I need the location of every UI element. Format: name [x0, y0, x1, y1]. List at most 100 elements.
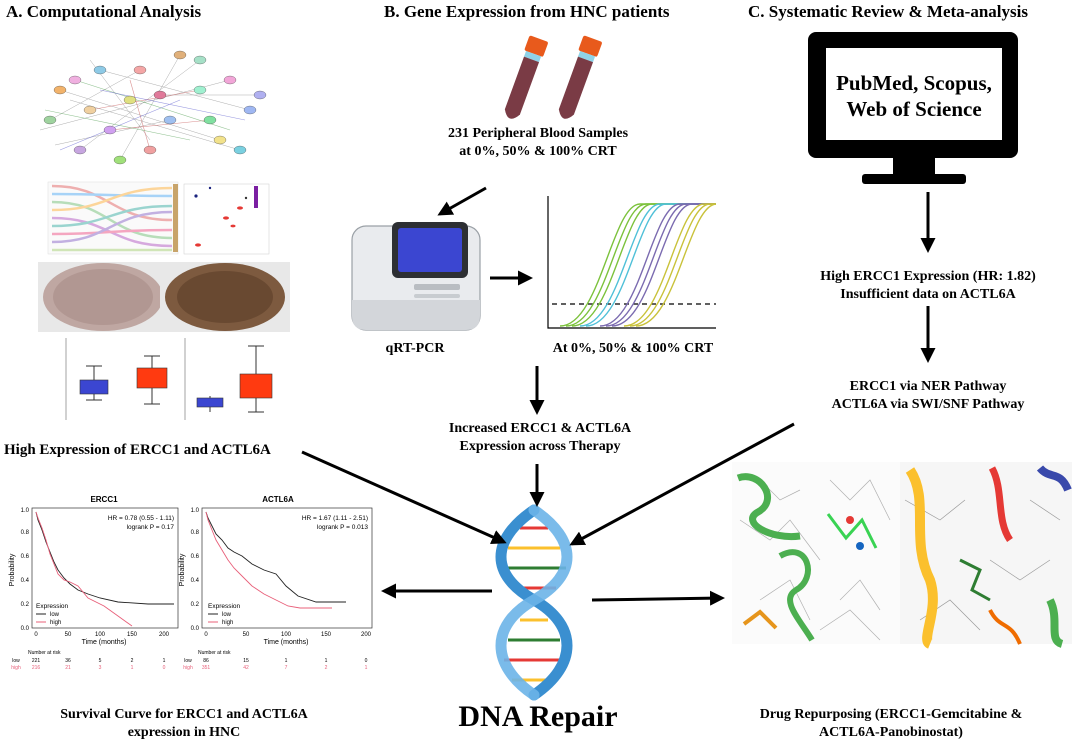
dna-helix-icon — [495, 504, 573, 701]
km-risk-cell: 0 — [163, 665, 166, 671]
km-risk-title: Number at risk — [28, 650, 61, 656]
samples-label: 231 Peripheral Blood Samples at 0%, 50% … — [418, 125, 658, 160]
km-risk-cell: 42 — [243, 665, 249, 671]
km-xtick: 100 — [95, 632, 106, 638]
high-expression-label: High Expression of ERCC1 and ACTL6A — [4, 442, 271, 458]
km-ylabel: Probability — [179, 553, 186, 586]
amplification-curve-chart — [547, 196, 717, 329]
km-risk-cell: 1 — [325, 658, 328, 664]
qrt-pcr-label: qRT-PCR — [385, 341, 445, 356]
km-risk-cell: high — [11, 665, 21, 671]
monitor-line2: Web of Science — [846, 97, 982, 122]
km-title: ACTL6A — [262, 495, 294, 504]
box-plot-icon — [65, 338, 273, 420]
computer-monitor-icon — [808, 32, 1018, 184]
survival-caption: Survival Curve for ERCC1 and ACTL6A expr… — [24, 706, 344, 741]
hr-line2: Insufficient data on ACTL6A — [840, 286, 1016, 302]
km-risk-cell: 1 — [131, 665, 134, 671]
km-risk-cell: 1 — [163, 658, 166, 664]
header-gene-expression: B. Gene Expression from HNC patients — [384, 2, 670, 21]
km-risk-title: Number at risk — [198, 650, 231, 656]
km-legend-title: Expression — [36, 603, 69, 610]
increased-expression-label: Increased ERCC1 & ACTL6A Expression acro… — [420, 420, 660, 455]
km-plot-actl6a: ACTL6A Probability 0.0 0.2 0.4 0.6 0.8 1… — [176, 490, 376, 678]
km-risk-cell: 351 — [202, 665, 211, 671]
docking-image-actl6a — [900, 462, 1072, 649]
monitor-line1: PubMed, Scopus, — [836, 71, 992, 95]
database-list: PubMed, Scopus, Web of Science — [826, 70, 1002, 123]
km-ytick: 0.4 — [191, 578, 200, 584]
curve-caption: At 0%, 50% & 100% CRT — [552, 341, 714, 356]
meta-analysis-result: High ERCC1 Expression (HR: 1.82) Insuffi… — [788, 268, 1068, 303]
docking-image-ercc1 — [732, 462, 900, 644]
km-ytick: 0.2 — [191, 602, 200, 608]
survival-line1: Survival Curve for ERCC1 and ACTL6A — [60, 707, 308, 722]
km-risk-cell: 21 — [65, 665, 71, 671]
km-xlabel: Time (months) — [264, 639, 309, 646]
km-xtick: 0 — [34, 632, 38, 638]
km-legend-low: low — [50, 612, 60, 618]
km-logrank: logrank P = 0.17 — [127, 524, 175, 531]
samples-line1: 231 Peripheral Blood Samples — [447, 126, 629, 141]
km-risk-cell: 0 — [365, 658, 368, 664]
km-plot-ercc1-svg: ERCC1 Probability 0.0 0.2 0.4 0.6 0.8 1.… — [9, 495, 179, 671]
km-legend-title: Expression — [208, 603, 241, 610]
km-risk-cell: 2 — [325, 665, 328, 671]
km-risk-cell: low — [12, 658, 20, 664]
km-ytick: 0.6 — [191, 554, 200, 560]
km-risk-cell: 216 — [32, 665, 41, 671]
km-risk-cell: 36 — [65, 658, 71, 664]
km-ylabel: Probability — [9, 553, 16, 586]
km-ytick: 1.0 — [191, 508, 200, 514]
km-risk-cell: 1 — [285, 658, 288, 664]
km-xtick: 100 — [281, 632, 292, 638]
drug-line1: Drug Repurposing (ERCC1-Gemcitabine & — [759, 707, 1023, 722]
km-legend-high: high — [222, 620, 233, 626]
km-risk-cell: high — [183, 665, 193, 671]
header-systematic-review: C. Systematic Review & Meta-analysis — [748, 2, 1028, 21]
km-title: ERCC1 — [90, 495, 118, 504]
km-risk-cell: 3 — [99, 665, 102, 671]
tissue-section-icon — [38, 262, 290, 332]
km-xtick: 50 — [65, 632, 72, 638]
km-risk-cell: 86 — [203, 658, 209, 664]
km-risk-cell: 7 — [285, 665, 288, 671]
km-risk-cell: 15 — [243, 658, 249, 664]
blood-tube-icon — [504, 35, 548, 119]
blood-tube-icon — [558, 35, 602, 119]
pathway-line2: ACTL6A via SWI/SNF Pathway — [831, 396, 1025, 412]
hr-line1: High ERCC1 Expression (HR: 1.82) — [820, 269, 1036, 284]
km-ytick: 0.8 — [21, 530, 30, 536]
km-risk-cell: 1 — [365, 665, 368, 671]
km-ytick: 0.2 — [21, 602, 30, 608]
pathway-line1: ERCC1 via NER Pathway — [849, 379, 1007, 394]
km-xtick: 200 — [159, 632, 170, 638]
km-legend-low: low — [222, 612, 232, 618]
km-hr: HR = 1.67 (1.11 - 2.51) — [302, 515, 368, 522]
increased-line1: Increased ERCC1 & ACTL6A — [448, 421, 632, 436]
survival-line2: expression in HNC — [127, 724, 241, 740]
header-computational-analysis: A. Computational Analysis — [6, 2, 202, 21]
km-risk-cell: 5 — [99, 658, 102, 664]
km-legend-high: high — [50, 620, 61, 626]
km-xtick: 0 — [204, 632, 208, 638]
km-ytick: 0.4 — [21, 578, 30, 584]
km-xlabel: Time (months) — [82, 639, 127, 646]
qrt-pcr-machine-icon — [351, 222, 481, 331]
km-ytick: 0.8 — [191, 530, 200, 536]
km-risk-cell: 221 — [32, 658, 41, 664]
km-xtick: 50 — [243, 632, 250, 638]
drug-line2: ACTL6A-Panobinostat) — [819, 724, 963, 740]
increased-line2: Expression across Therapy — [459, 438, 621, 454]
drug-repurposing-label: Drug Repurposing (ERCC1-Gemcitabine & AC… — [736, 706, 1046, 741]
dna-repair-label: DNA Repair — [458, 700, 618, 733]
pathway-label: ERCC1 via NER Pathway ACTL6A via SWI/SNF… — [808, 378, 1048, 413]
samples-line2: at 0%, 50% & 100% CRT — [459, 143, 617, 159]
km-ytick: 0.0 — [21, 626, 30, 632]
km-ytick: 0.6 — [21, 554, 30, 560]
flow-arrows — [301, 186, 936, 606]
km-risk-cell: 2 — [131, 658, 134, 664]
km-xtick: 150 — [321, 632, 332, 638]
km-ytick: 0.0 — [191, 626, 200, 632]
km-hr: HR = 0.78 (0.55 - 1.11) — [108, 515, 174, 522]
